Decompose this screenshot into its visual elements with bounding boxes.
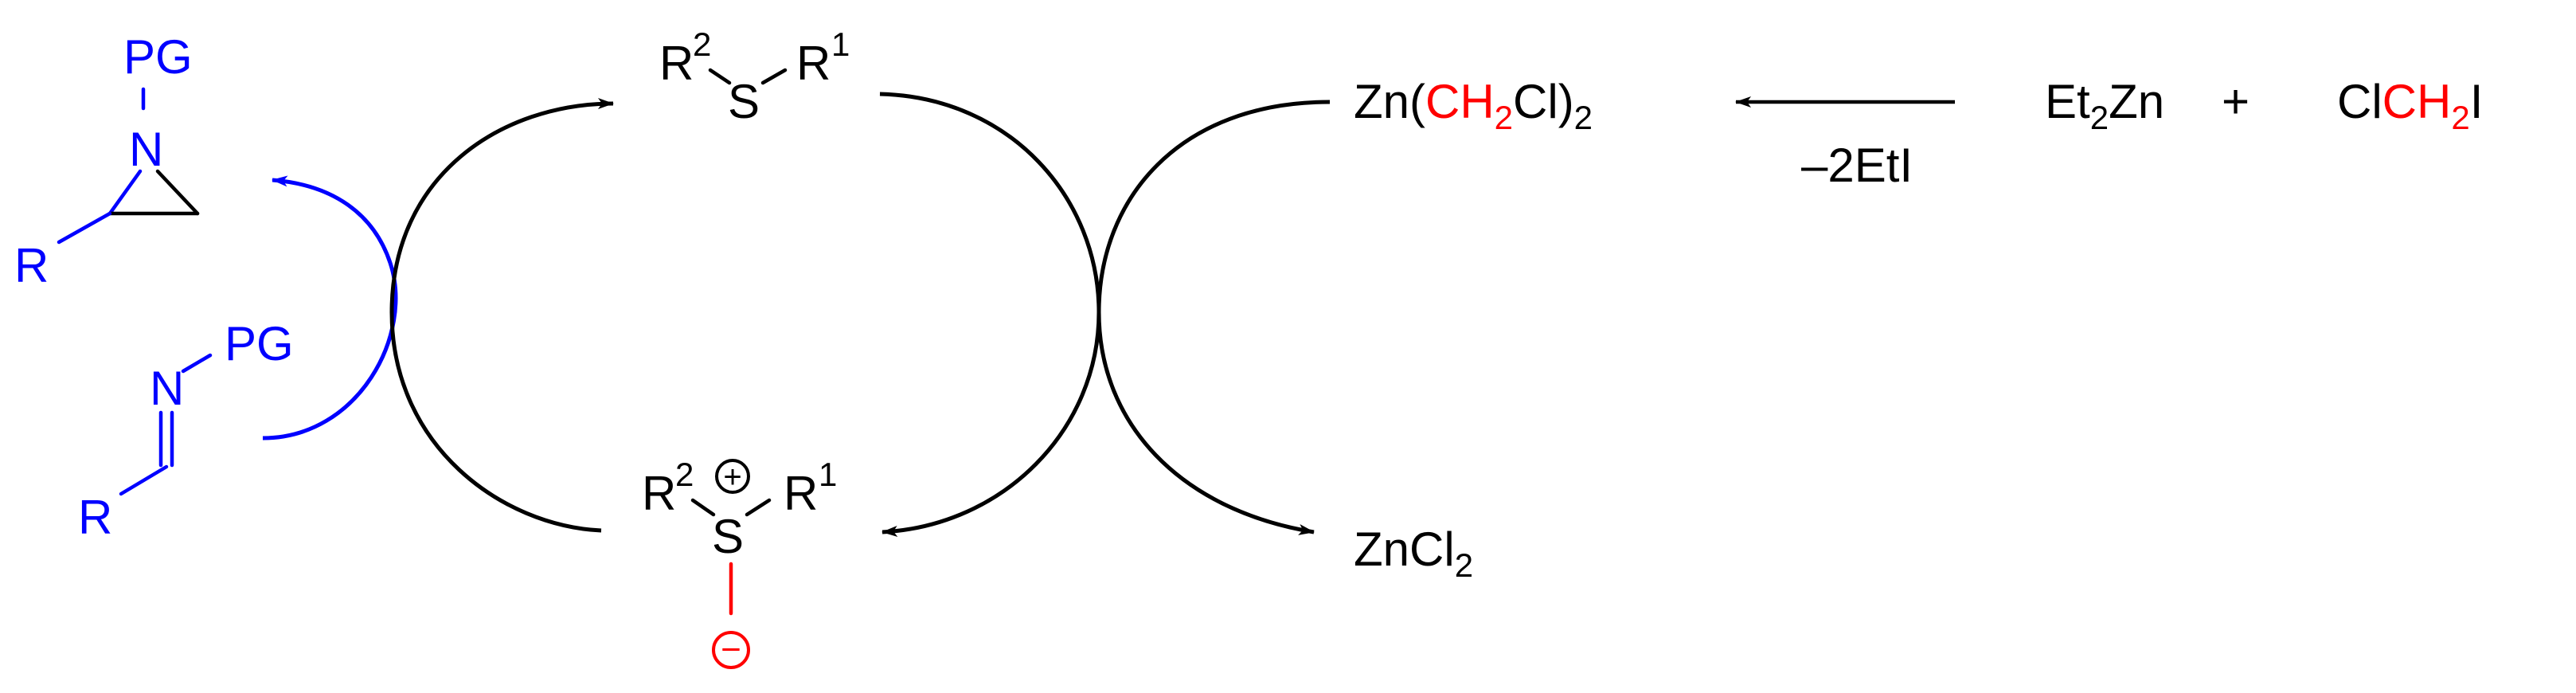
- ylide-r1-symbol: R: [784, 467, 818, 520]
- carbenoid-prefix: Zn(: [1354, 75, 1425, 128]
- starting-reagents: Et2Zn + ClCH2I: [2045, 75, 2483, 136]
- zinc-arc-arrow: [1096, 100, 1331, 535]
- imine-substrate: PG N R: [78, 317, 294, 544]
- ylide-r1-index: 1: [819, 456, 837, 493]
- aziridine-n-label: N: [129, 123, 163, 176]
- diethylzinc-et: Et: [2045, 75, 2090, 128]
- sulfide-r1-symbol: R: [796, 37, 831, 90]
- aziridine-ring-bond-n-c2: [107, 169, 143, 216]
- chloroiodomethane-i: I: [2470, 75, 2484, 128]
- ylide-r2-symbol: R: [642, 467, 676, 520]
- cycle-left-arc-arrow: [389, 98, 614, 533]
- imine-pg-label: PG: [225, 317, 294, 370]
- ylide-s-r2-bond: [690, 498, 716, 517]
- aziridine-ring-bond-n-c3: [155, 169, 200, 216]
- sulfide-s-r1-bond: [760, 68, 788, 85]
- ylide-cation-circle: [715, 459, 750, 494]
- reagent-condition: –2EtI: [1801, 139, 1913, 192]
- carbenoid-h-count: 2: [1495, 99, 1513, 136]
- zinc-chloride-byproduct: ZnCl2: [1354, 523, 1473, 584]
- chloroiodomethane-cl: Cl: [2337, 75, 2383, 128]
- imine-to-aziridine-arrow: [262, 175, 398, 440]
- byproduct-formula: ZnCl: [1354, 523, 1455, 576]
- imine-r-bond: [119, 464, 169, 496]
- aziridine-product: PG N R: [14, 30, 200, 292]
- ylide-s-label: S: [712, 510, 744, 563]
- chloroiodomethane-ch: CH: [2383, 75, 2452, 128]
- imine-n-label: N: [150, 362, 184, 415]
- aziridine-r-bond: [57, 211, 112, 245]
- aziridine-r-label: R: [14, 239, 49, 292]
- chloroiodomethane-h: 2: [2451, 99, 2469, 136]
- svg-text:ClCH2I: ClCH2I: [2337, 75, 2483, 136]
- cycle-right-arc-arrow: [879, 92, 1101, 537]
- sulfonium-ylide: R 2 + S R 1 −: [642, 456, 837, 669]
- carbenoid-multiplier: 2: [1574, 99, 1593, 136]
- aziridine-pg-label: PG: [123, 30, 193, 84]
- ylide-r2-index: 2: [675, 456, 694, 493]
- carbenoid-ch: CH: [1425, 75, 1495, 128]
- sulfide-r1-index: 1: [831, 25, 850, 63]
- ylide-cation-sign: +: [723, 460, 741, 495]
- ylide-anion-circle: [712, 631, 750, 669]
- diethylzinc-count: 2: [2090, 99, 2109, 136]
- sulfide-s-label: S: [728, 75, 760, 128]
- diethylzinc-zn: Zn: [2109, 75, 2164, 128]
- svg-text:ZnCl2: ZnCl2: [1354, 523, 1473, 584]
- sulfide-s-r2-bond: [708, 68, 732, 85]
- reagents-plus: +: [2222, 75, 2250, 128]
- byproduct-count: 2: [1455, 546, 1473, 584]
- svg-text:Et2Zn: Et2Zn: [2045, 75, 2164, 136]
- carbenoid-cl-close: Cl): [1513, 75, 1574, 128]
- ylide-s-r1-bond: [745, 498, 772, 517]
- zinc-carbenoid: Zn(CH2Cl)2: [1354, 75, 1593, 136]
- svg-text:Zn(CH2Cl)2: Zn(CH2Cl)2: [1354, 75, 1593, 136]
- sulfide-r2-index: 2: [693, 25, 711, 63]
- sulfide-r2-symbol: R: [659, 37, 694, 90]
- sulfide-catalyst: R 2 S R 1: [659, 25, 850, 128]
- ylide-anion-sign: −: [721, 630, 741, 669]
- imine-r-label: R: [78, 491, 112, 544]
- imine-n-pg-bond: [181, 353, 213, 374]
